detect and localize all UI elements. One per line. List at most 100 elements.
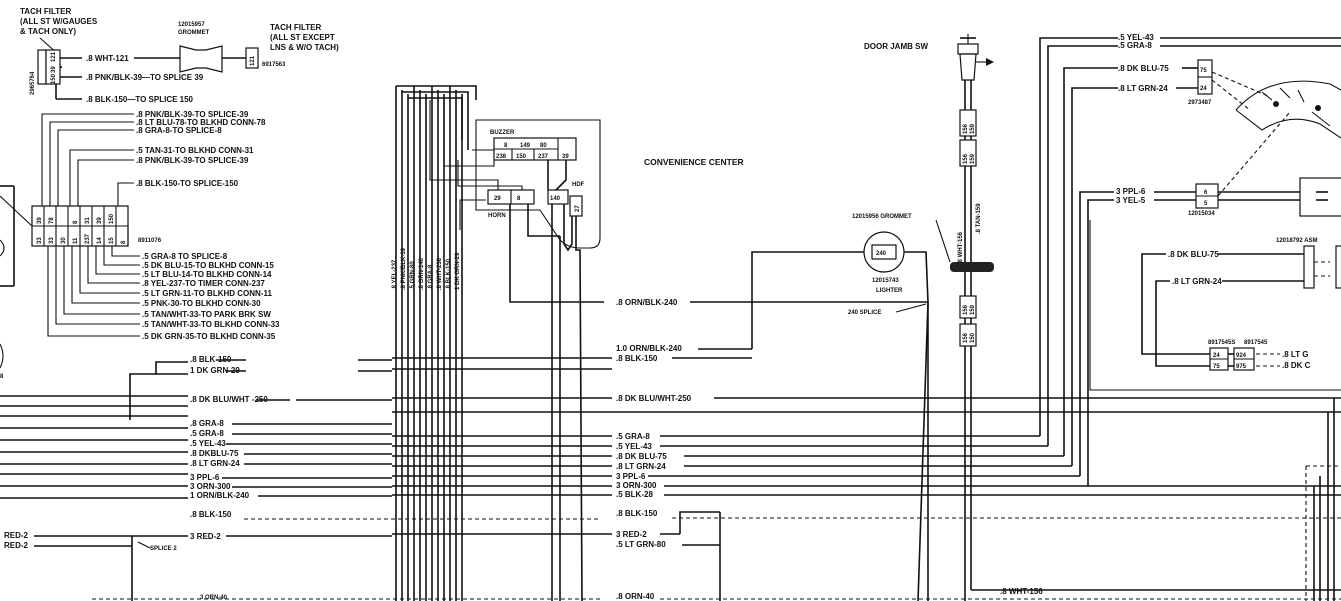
right-yel-5: 3 YEL-5 [1116,196,1146,205]
door-jamb-switch [957,43,979,55]
buzzer-label: BUZZER [490,130,515,136]
tach-filter-connector [245,47,259,69]
bundle-label-7: .8 DKBLU-75 [190,449,239,458]
mid-label-11: .5 BLK-28 [616,490,653,499]
right-part-a: 8917545S [1208,340,1235,346]
mid-label-10: 3 ORN-300 [616,481,657,490]
mid-label-8: .8 LT GRN-24 [616,462,666,471]
left-bottom-label-5: .5 LT GRN-11-TO BLKHD CONN-11 [142,289,272,298]
buzzer-bottom-pin-150: 150 [516,154,527,160]
right-asm: 12018792 ASM [1276,238,1317,244]
right-b-pin-924: 924 [1236,353,1247,359]
mid-label-13: 3 RED-2 [616,530,647,539]
right-section: .5 YEL-43 .5 GRA-8 .8 DK BLU-75 .8 LT GR… [1039,33,1341,601]
middle-wires: .8 ORN/BLK-240 1.0 ORN/BLK-240 .8 BLK-15… [392,251,1341,601]
left-bottom-label-9: .5 DK GRN-35-TO BLKHD CONN-35 [142,332,276,341]
right-asm-connector [1303,245,1315,289]
bundle-label-6: .5 YEL-43 [190,439,226,448]
right-asm-ltgrn: .8 LT GRN-24 [1172,277,1222,286]
right-pin-6: 6 [1204,190,1208,196]
hdf-label: HDF [572,182,585,188]
door-pin-d1: 156 [963,332,969,343]
mid-label-9: 3 PPL-6 [616,472,646,481]
right-part-12015034: 12015034 [1188,211,1215,217]
buzzer-top-pin-149: 149 [520,143,531,149]
pin-27: 27 [575,205,581,212]
tach-filter-right-3: LNS & W/O TACH) [270,43,339,52]
lighter-connector [871,244,897,260]
left-pin-top-8: 8 [73,220,79,224]
mid-label-7: .8 DK BLU-75 [616,452,667,461]
left-bottom-label-1: .5 GRA-8 TO SPLICE-8 [142,252,228,261]
headlamp-switch-arc [1235,80,1341,111]
tach-grommet [179,45,223,73]
grommet-part: 12015957 [178,22,205,28]
bundle-label-12: .8 BLK-150 [190,510,232,519]
mid-label-4: .8 DK BLU/WHT-250 [616,394,692,403]
door-connector-d [959,323,977,347]
tach-connector-body [37,49,47,85]
pin-140-connector [547,189,569,205]
left-pin-bottom-30: 30 [61,237,67,244]
right-edge-lt-grn: .8 LT G [1282,350,1309,359]
buzzer-bottom-pin-39: 39 [562,154,569,160]
tach-pin-150: 150 [51,73,57,84]
left-top-label-1: .8 PNK/BLK-39-TO SPLICE-39 [136,110,249,119]
door-pin-d2: 150 [970,332,976,343]
bundle-label-9: 3 PPL-6 [190,473,220,482]
left-bottom-label-6: .5 PNK-30-TO BLKHD CONN-30 [142,299,261,308]
door-connector-c [959,295,977,319]
left-top-label-6: .8 BLK-150-TO SPLICE-150 [136,179,239,188]
right-pin-75: 75 [1200,68,1207,74]
door-pin-a1: 156 [963,123,969,134]
bundle-label-3: .8 DK BLU/WHT -250 [190,395,268,404]
conv-vertical-label-6: .8 WHT-238 [437,257,443,290]
left-connector-section: .8 PNK/BLK-39-TO SPLICE-39 .8 LT BLU-78-… [0,110,280,380]
buzzer-top-pin-8: 8 [504,143,508,149]
conv-vertical-label-2: .8 PNK/BLK-39 [401,247,407,290]
right-gra-8: .5 GRA-8 [1118,41,1152,50]
right-part-2973487: 2973487 [1188,100,1212,106]
left-pin-top-150: 150 [109,213,115,224]
bundle-label-5: .5 GRA-8 [190,429,224,438]
lighter-name: LIGHTER [876,288,903,294]
right-ppl-6: 3 PPL-6 [1116,187,1146,196]
bundle-label-10: 3 ORN-300 [190,482,231,491]
left-pin-top-39: 39 [97,217,103,224]
red-2-upper: RED-2 [4,531,29,540]
left-top-label-2: .8 LT BLU-78-TO BLKHD CONN-78 [136,118,266,127]
tach-filter-section: TACH FILTER (ALL ST W/GAUGES & TACH ONLY… [20,7,339,104]
left-pin-top-31: 31 [85,217,91,224]
horn-pin-8: 8 [517,196,521,202]
bottom-dash-wire: 3 ORN-40 [200,595,228,601]
door-jamb-title: DOOR JAMB SW [864,42,928,51]
horn-label: HORN [488,213,506,219]
right-b-pin-975: 975 [1236,364,1247,370]
tach-pin-121: 121 [51,51,57,62]
lighter-part: 12015743 [872,278,899,284]
bundle-label-11: 1 ORN/BLK-240 [190,491,250,500]
door-pin-a2: 159 [970,123,976,134]
bundle-label-2: 1 DK GRN-29 [190,366,240,375]
tach-pin-39: 39 [51,66,57,73]
conv-vertical-label-7: .8 BLK-150 [446,258,452,290]
left-pin-top-39: 39 [37,217,43,224]
left-bottom-label-8: .5 TAN/WHT-33-TO BLKHD CONN-33 [142,320,280,329]
conv-vertical-label-5: .8 GRA-8 [428,264,434,290]
left-pin-bottom-11: 11 [73,237,79,244]
left-pin-bottom-15: 15 [109,237,115,244]
wire-blk-150: .8 BLK-150—TO SPLICE 150 [86,95,194,104]
mid-label-6: .5 YEL-43 [616,442,652,451]
red-2-splice-wire: 3 RED-2 [190,532,221,541]
left-pin-bottom-33: 33 [49,237,55,244]
tach-filter-title-1: TACH FILTER [20,7,71,16]
mid-label-12: .8 BLK-150 [616,509,658,518]
bundle-label-1: .8 BLK-150 [190,355,232,364]
door-bottom-wire: .8 WHT-156 [1000,587,1043,596]
convenience-center-title: CONVENIENCE CENTER [644,157,744,167]
left-bottom-label-3: .5 LT BLU-14-TO BLKHD CONN-14 [142,270,272,279]
